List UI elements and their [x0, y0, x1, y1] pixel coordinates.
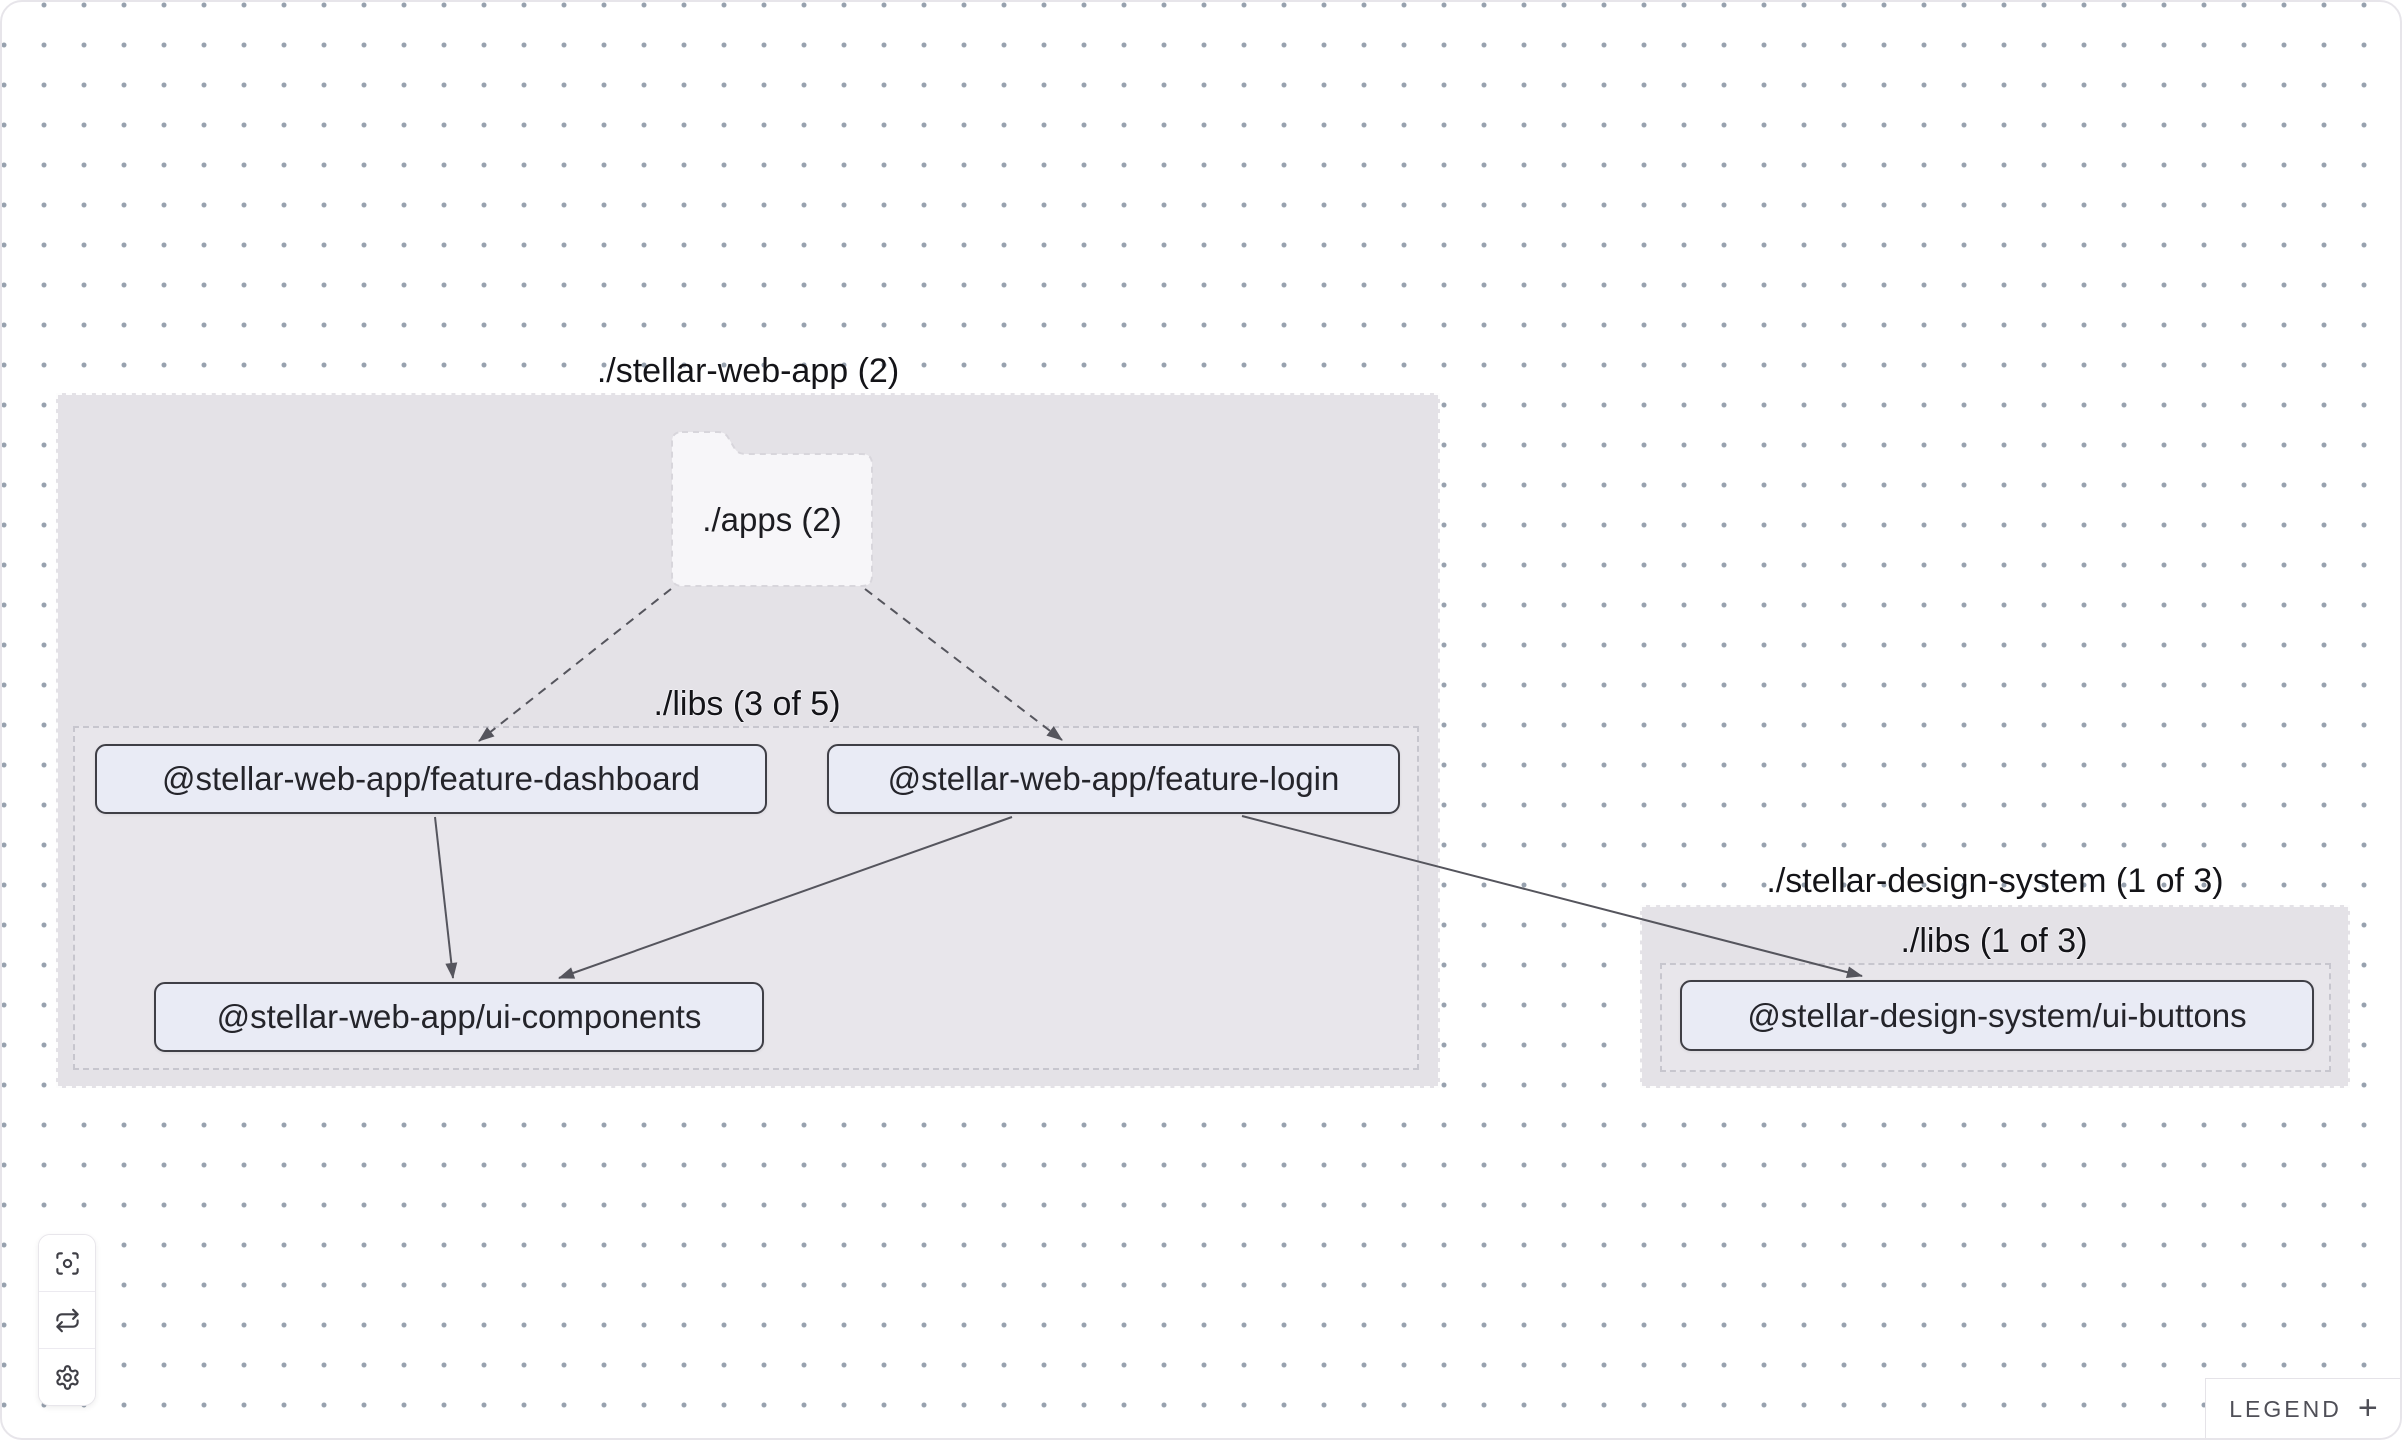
node-label: @stellar-web-app/feature-dashboard — [162, 760, 700, 797]
node-feature-dashboard[interactable]: @stellar-web-app/feature-dashboard — [95, 744, 767, 814]
node-label: @stellar-web-app/feature-login — [887, 760, 1340, 797]
node-ui-components[interactable]: @stellar-web-app/ui-components — [154, 982, 764, 1052]
graph-controls-toolbar — [38, 1234, 96, 1406]
settings-button[interactable] — [39, 1348, 95, 1405]
folder-apps[interactable] — [671, 431, 873, 587]
edge-feature-login-to-ui-buttons[interactable] — [1241, 815, 1863, 979]
group-label-web-app-libs: ./libs (3 of 5) — [653, 684, 841, 723]
center-graph-button[interactable] — [39, 1235, 95, 1291]
group-label-design-system-libs: ./libs (1 of 3) — [1900, 921, 2088, 960]
node-feature-login[interactable]: @stellar-web-app/feature-login — [827, 744, 1400, 814]
node-label: @stellar-design-system/ui-buttons — [1747, 996, 2247, 1034]
edge-apps-to-feature-login[interactable] — [864, 588, 1063, 741]
legend-label: LEGEND — [2229, 1395, 2342, 1422]
edge-apps-to-feature-dashboard[interactable] — [478, 588, 672, 742]
refresh-graph-button[interactable] — [39, 1291, 95, 1348]
legend-toggle[interactable]: LEGEND + — [2205, 1378, 2400, 1438]
edge-feature-dashboard-to-ui-components[interactable] — [434, 816, 458, 979]
focus-icon — [55, 1251, 79, 1275]
refresh-icon — [55, 1308, 79, 1332]
settings-icon — [55, 1364, 79, 1390]
edge-feature-login-to-ui-components[interactable] — [558, 816, 1013, 979]
plus-icon: + — [2357, 1388, 2378, 1427]
group-label-stellar-design-system: ./stellar-design-system (1 of 3) — [1766, 861, 2224, 900]
group-label-stellar-web-app: ./stellar-web-app (2) — [596, 351, 900, 390]
folder-apps-label: ./apps (2) — [702, 501, 842, 538]
node-label: @stellar-web-app/ui-components — [216, 998, 702, 1035]
node-ui-buttons[interactable]: @stellar-design-system/ui-buttons — [1680, 980, 2314, 1051]
